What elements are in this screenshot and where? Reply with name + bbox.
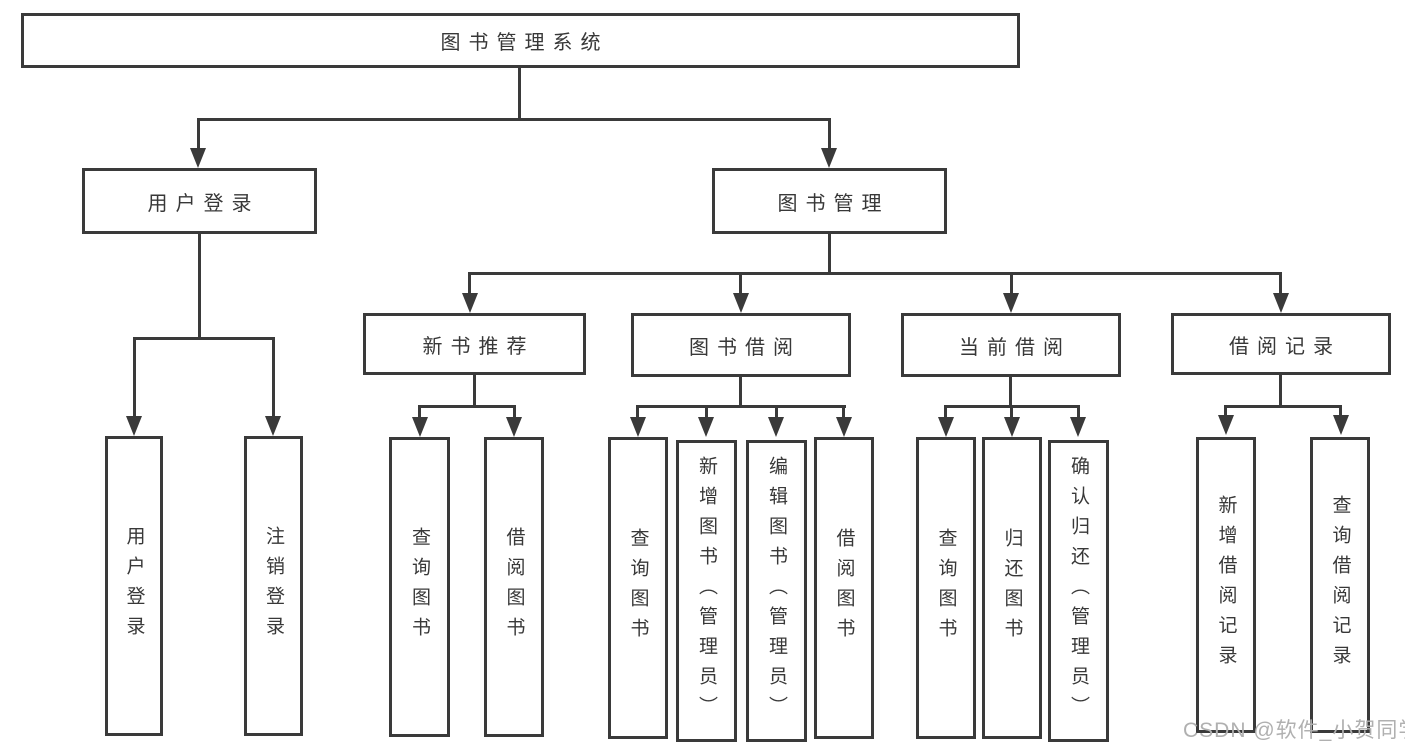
arrowhead-login-leaf (126, 416, 142, 436)
node-current-borrowing: 当前借阅 (901, 313, 1121, 377)
arrowhead (506, 417, 522, 437)
arrowhead (630, 417, 646, 437)
arrowhead-user-login (190, 148, 206, 168)
connector-stub-borrowrecords (1279, 272, 1282, 293)
connector-stub (705, 405, 708, 417)
node-leaf-query-books-current: 查询图书 (916, 437, 976, 739)
leaf-label: 归还图书 (1001, 528, 1023, 648)
arrowhead-bookborrow (733, 293, 749, 313)
connector-currentborrow-stem (1009, 377, 1012, 405)
node-leaf-borrow-books-recommend: 借阅图书 (484, 437, 544, 737)
node-borrowing-records: 借阅记录 (1171, 313, 1391, 375)
connector-stub-book-mgmt (828, 118, 831, 150)
arrowhead (1333, 415, 1349, 435)
csdn-watermark: CSDN @软件_小贺同学 (1183, 719, 1405, 742)
arrowhead (1218, 415, 1234, 435)
node-user-login: 用户登录 (82, 168, 317, 234)
arrowhead (768, 417, 784, 437)
leaf-label: 借阅图书 (833, 528, 855, 648)
arrowhead-borrowrecords (1273, 293, 1289, 313)
arrowhead-logout-leaf (265, 416, 281, 436)
node-leaf-confirm-return-admin: 确认归还（管理员） (1048, 440, 1109, 742)
connector-stub (418, 405, 421, 417)
leaf-label: 确认归还（管理员） (1068, 456, 1089, 726)
node-leaf-logout: 注销登录 (244, 436, 303, 736)
arrowhead (412, 417, 428, 437)
arrowhead (938, 417, 954, 437)
node-root-label: 图书管理系统 (440, 32, 609, 54)
leaf-label: 新增借阅记录 (1215, 495, 1237, 675)
arrowhead-book-mgmt (821, 148, 837, 168)
connector-stub (944, 405, 947, 417)
connector-stub-user-login (197, 118, 200, 150)
module-label: 新书推荐 (422, 335, 535, 358)
connector-root-bar (197, 118, 831, 121)
module-label: 借阅记录 (1229, 335, 1341, 358)
connector-bookborrow-stem (739, 377, 742, 405)
connector-newbook-bar (418, 405, 516, 408)
module-label: 当前借阅 (959, 336, 1071, 359)
connector-stub-logout-leaf (272, 337, 275, 416)
node-book-borrowing: 图书借阅 (631, 313, 851, 377)
node-leaf-query-books-recommend: 查询图书 (389, 437, 450, 737)
leaf-label: 注销登录 (263, 526, 284, 646)
leaf-label: 查询图书 (627, 528, 649, 648)
connector-bookmgmt-stem (828, 234, 831, 272)
node-leaf-edit-book-admin: 编辑图书（管理员） (746, 440, 807, 742)
node-leaf-query-borrow-record: 查询借阅记录 (1310, 437, 1370, 733)
leaf-label: 编辑图书（管理员） (766, 456, 787, 726)
node-leaf-add-borrow-record: 新增借阅记录 (1196, 437, 1256, 733)
connector-stub (842, 405, 845, 417)
node-leaf-borrow-books-borrowing: 借阅图书 (814, 437, 874, 739)
connector-stub (513, 405, 516, 417)
connector-stub (1010, 405, 1013, 417)
connector-stub (636, 405, 639, 417)
arrowhead-newbook (462, 293, 478, 313)
arrowhead (1070, 417, 1086, 437)
node-leaf-return-books: 归还图书 (982, 437, 1042, 739)
node-leaf-query-books-borrowing: 查询图书 (608, 437, 668, 739)
leaf-label: 查询图书 (935, 528, 957, 648)
connector-stub (1339, 405, 1342, 417)
node-new-book-recommendation: 新书推荐 (363, 313, 586, 375)
leaf-label: 借阅图书 (503, 527, 525, 647)
connector-borrowrecords-stem (1279, 375, 1282, 405)
leaf-label: 新增图书（管理员） (696, 456, 717, 726)
node-user-login-label: 用户登录 (147, 192, 260, 215)
arrowhead (836, 417, 852, 437)
node-book-management-label: 图书管理 (777, 192, 890, 215)
node-root: 图书管理系统 (21, 13, 1020, 68)
connector-borrowrecords-bar (1224, 405, 1342, 408)
connector-stub (1224, 405, 1227, 417)
node-leaf-user-login: 用户登录 (105, 436, 163, 736)
leaf-label: 用户登录 (123, 526, 145, 646)
connector-newbook-stem (473, 375, 476, 405)
arrowhead (698, 417, 714, 437)
leaf-label: 查询借阅记录 (1329, 495, 1351, 675)
module-label: 图书借阅 (689, 336, 801, 359)
connector-bookborrow-bar (637, 405, 846, 408)
arrowhead (1004, 417, 1020, 437)
connector-root-stem (518, 68, 521, 118)
connector-stub-currentborrow (1010, 272, 1013, 293)
connector-stub (775, 405, 778, 417)
arrowhead-currentborrow (1003, 293, 1019, 313)
connector-stub-newbook (468, 272, 471, 293)
connector-stub-bookborrow (739, 272, 742, 293)
connector-stub (1077, 405, 1080, 417)
node-leaf-add-book-admin: 新增图书（管理员） (676, 440, 737, 742)
leaf-label: 查询图书 (409, 527, 430, 647)
connector-userlogin-stem (198, 234, 201, 337)
connector-bookmgmt-bar (468, 272, 1282, 275)
node-book-management: 图书管理 (712, 168, 947, 234)
connector-userlogin-bar (133, 337, 275, 340)
connector-stub-login-leaf (133, 337, 136, 416)
